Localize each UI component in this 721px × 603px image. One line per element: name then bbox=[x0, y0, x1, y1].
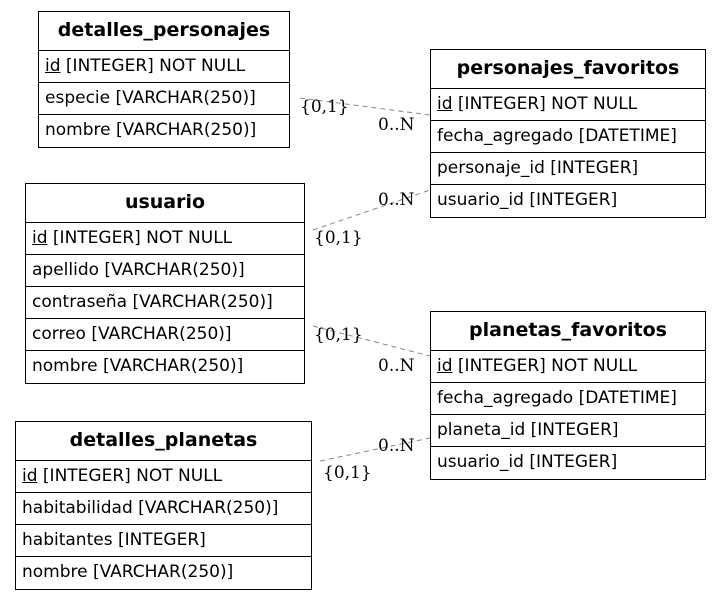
entity-title: detalles_personajes bbox=[39, 12, 289, 51]
attribute-row: contraseña [VARCHAR(250)] bbox=[26, 287, 304, 319]
edge-usuario-to-planetas-favoritos bbox=[312, 325, 431, 357]
entity-title: usuario bbox=[26, 184, 304, 223]
cardinality-label: 0..N bbox=[378, 436, 415, 456]
attribute-text: especie [VARCHAR(250)] bbox=[45, 88, 256, 108]
attribute-text: nombre [VARCHAR(250)] bbox=[32, 356, 244, 376]
attribute-type: [INTEGER] NOT NULL bbox=[37, 466, 223, 486]
entity-detalles-personajes: detalles_personajes id [INTEGER] NOT NUL… bbox=[38, 11, 290, 148]
entity-title: planetas_favoritos bbox=[431, 312, 705, 351]
edge-detalles-personajes-to-personajes-favoritos bbox=[299, 97, 431, 116]
attribute-row: usuario_id [INTEGER] bbox=[431, 447, 705, 479]
cardinality-label: {0,1} bbox=[300, 97, 349, 117]
attribute-text: nombre [VARCHAR(250)] bbox=[22, 562, 234, 582]
attribute-row: planeta_id [INTEGER] bbox=[431, 415, 705, 447]
attribute-row: id [INTEGER] NOT NULL bbox=[26, 223, 304, 255]
attribute-row: id [INTEGER] NOT NULL bbox=[16, 461, 311, 493]
attribute-text: planeta_id [INTEGER] bbox=[437, 420, 619, 440]
cardinality-label: 0..N bbox=[378, 356, 415, 376]
cardinality-label: 0..N bbox=[378, 115, 415, 135]
edge-usuario-to-personajes-favoritos bbox=[312, 189, 431, 231]
attribute-text: apellido [VARCHAR(250)] bbox=[32, 260, 245, 280]
attribute-text: habitabilidad [VARCHAR(250)] bbox=[22, 498, 279, 518]
primary-key: id bbox=[22, 466, 38, 486]
attribute-text: contraseña [VARCHAR(250)] bbox=[32, 292, 273, 312]
attribute-row: habitabilidad [VARCHAR(250)] bbox=[16, 493, 311, 525]
entity-title: detalles_planetas bbox=[16, 422, 311, 461]
attribute-text: nombre [VARCHAR(250)] bbox=[45, 120, 257, 140]
attribute-text: fecha_agregado [DATETIME] bbox=[437, 126, 677, 146]
entity-usuario: usuario id [INTEGER] NOT NULL apellido [… bbox=[25, 183, 305, 384]
attribute-row: nombre [VARCHAR(250)] bbox=[39, 115, 289, 147]
attribute-type: [INTEGER] NOT NULL bbox=[47, 228, 233, 248]
attribute-row: id [INTEGER] NOT NULL bbox=[431, 351, 705, 383]
primary-key: id bbox=[437, 94, 453, 114]
cardinality-label: {0,1} bbox=[314, 228, 363, 248]
entity-detalles-planetas: detalles_planetas id [INTEGER] NOT NULL … bbox=[15, 421, 312, 590]
cardinality-label: 0..N bbox=[378, 190, 415, 210]
attribute-text: personaje_id [INTEGER] bbox=[437, 158, 639, 178]
entity-title: personajes_favoritos bbox=[431, 50, 705, 89]
attribute-row: personaje_id [INTEGER] bbox=[431, 153, 705, 185]
attribute-text: fecha_agregado [DATETIME] bbox=[437, 388, 677, 408]
attribute-row: id [INTEGER] NOT NULL bbox=[431, 89, 705, 121]
primary-key: id bbox=[32, 228, 48, 248]
attribute-row: habitantes [INTEGER] bbox=[16, 525, 311, 557]
primary-key: id bbox=[45, 56, 61, 76]
attribute-row: id [INTEGER] NOT NULL bbox=[39, 51, 289, 83]
attribute-row: especie [VARCHAR(250)] bbox=[39, 83, 289, 115]
edge-detalles-planetas-to-planetas-favoritos bbox=[319, 437, 431, 462]
entity-planetas-favoritos: planetas_favoritos id [INTEGER] NOT NULL… bbox=[430, 311, 706, 480]
attribute-row: fecha_agregado [DATETIME] bbox=[431, 121, 705, 153]
attribute-text: correo [VARCHAR(250)] bbox=[32, 324, 232, 344]
primary-key: id bbox=[437, 356, 453, 376]
attribute-text: usuario_id [INTEGER] bbox=[437, 190, 618, 210]
attribute-type: [INTEGER] NOT NULL bbox=[452, 94, 638, 114]
attribute-type: [INTEGER] NOT NULL bbox=[60, 56, 246, 76]
attribute-row: correo [VARCHAR(250)] bbox=[26, 319, 304, 351]
attribute-row: usuario_id [INTEGER] bbox=[431, 185, 705, 217]
attribute-row: nombre [VARCHAR(250)] bbox=[26, 351, 304, 383]
entity-personajes-favoritos: personajes_favoritos id [INTEGER] NOT NU… bbox=[430, 49, 706, 218]
attribute-row: nombre [VARCHAR(250)] bbox=[16, 557, 311, 589]
cardinality-label: {0,1} bbox=[314, 325, 363, 345]
attribute-text: usuario_id [INTEGER] bbox=[437, 452, 618, 472]
attribute-row: apellido [VARCHAR(250)] bbox=[26, 255, 304, 287]
attribute-text: habitantes [INTEGER] bbox=[22, 530, 206, 550]
attribute-type: [INTEGER] NOT NULL bbox=[452, 356, 638, 376]
cardinality-label: {0,1} bbox=[323, 463, 372, 483]
attribute-row: fecha_agregado [DATETIME] bbox=[431, 383, 705, 415]
